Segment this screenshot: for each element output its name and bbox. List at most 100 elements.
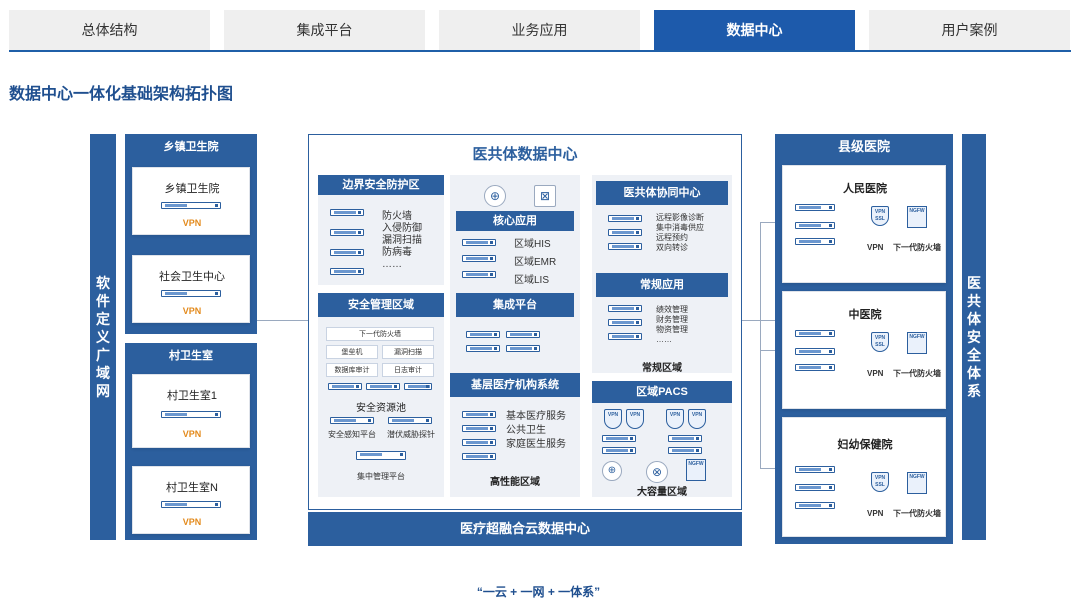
server-icon (795, 238, 835, 245)
high-perf-label: 高性能区域 (490, 477, 540, 488)
connector-line (742, 320, 775, 321)
server-icon (795, 502, 835, 509)
vpn-label: VPN (182, 218, 202, 228)
switch-icon: ⊗ (646, 461, 668, 483)
bastion-box: 堡垒机 (326, 345, 378, 359)
server-icon (462, 271, 496, 278)
regular-apps-title: 常规应用 (596, 273, 728, 297)
boundary-item: 漏洞扫描 (382, 235, 422, 246)
core-app-item: 区域EMR (514, 257, 557, 268)
server-icon (608, 229, 642, 236)
server-icon (356, 451, 406, 460)
data-center-panel: 医共体数据中心 边界安全防护区 防火墙 入侵防御 漏洞扫描 防病毒 …… 安全管… (308, 134, 742, 510)
server-icon (161, 202, 221, 209)
server-icon (466, 345, 500, 352)
connector-line (760, 350, 775, 351)
switch-icon: ⊠ (534, 185, 556, 207)
regular-item: …… (656, 335, 672, 344)
core-app-item: 区域LIS (514, 275, 550, 286)
tab-integration-platform[interactable]: 集成平台 (224, 10, 425, 50)
integration-title: 集成平台 (456, 293, 574, 317)
vpn-label: VPN (867, 243, 884, 252)
connector-line (257, 320, 308, 321)
vpn-shield-icon: VPN SSL (871, 472, 889, 492)
server-icon (462, 411, 496, 418)
vpn-shield-icon: VPN SSL (871, 206, 889, 226)
more-dots: ⋮ (188, 450, 198, 461)
sdwan-label: 软件定义广域网 (96, 275, 110, 399)
high-perf-zone: ⊕ ⊠ 核心应用 区域HIS 区域EMR 区域LIS 集成平台 基层医疗机构系统… (450, 175, 580, 497)
vpn-label: VPN (182, 306, 202, 316)
ngfw-label: 下一代防火墙 (893, 243, 941, 252)
core-apps-title: 核心应用 (456, 211, 574, 231)
hospital-card: 人民医院 VPN SSL NGFW VPN 下一代防火墙 (782, 165, 946, 283)
ngfw-icon: NGFW (907, 332, 927, 354)
db-audit-box: 数据库审计 (326, 363, 378, 377)
collab-item: 远程影像诊断 (656, 213, 704, 222)
server-icon (330, 268, 364, 275)
server-icon (608, 215, 642, 222)
server-icon (462, 239, 496, 246)
router-icon: ⊕ (602, 461, 622, 481)
county-panel: 县级医院 人民医院 VPN SSL NGFW VPN 下一代防火墙 中医院 VP… (775, 134, 953, 544)
village-card-2: 村卫生室N VPN (132, 466, 250, 534)
shield-icon: VPN (688, 409, 706, 429)
boundary-item: 入侵防御 (382, 223, 422, 234)
regular-item: 物资管理 (656, 325, 688, 334)
township-panel: 乡镇卫生院 乡镇卫生院 VPN ⋮ 社会卫生中心 VPN (125, 134, 257, 334)
county-title: 县级医院 (776, 135, 952, 159)
regular-item: 绩效管理 (656, 305, 688, 314)
server-icon (462, 255, 496, 262)
server-icon (366, 383, 400, 390)
capacity-zone: 区域PACS VPN VPN VPN VPN ⊕ ⊗ NGFW 大容量区域 (592, 381, 732, 498)
tab-data-center[interactable]: 数据中心 (654, 10, 855, 50)
security-system-bar: 医共体安全体系 (962, 134, 986, 540)
data-center-title: 医共体数据中心 (472, 146, 578, 163)
server-icon (330, 249, 364, 256)
security-system-label: 医共体安全体系 (967, 275, 981, 399)
server-icon (795, 330, 835, 337)
security-title: 安全管理区域 (318, 293, 444, 317)
tab-user-cases[interactable]: 用户案例 (869, 10, 1070, 50)
vpn-label: VPN (867, 369, 884, 378)
grassroots-title: 基层医疗机构系统 (450, 373, 580, 397)
server-icon (330, 417, 374, 424)
core-app-item: 区域HIS (514, 239, 551, 250)
vpn-label: VPN (182, 517, 202, 527)
shield-icon: VPN (626, 409, 644, 429)
hospital-name: 中医院 (848, 309, 882, 321)
cloud-datacenter-bar: 医疗超融合云数据中心 (308, 512, 742, 546)
server-icon (602, 435, 636, 442)
collab-item: 远程预约 (656, 233, 688, 242)
hospital-card: 妇幼保健院 VPN SSL NGFW VPN 下一代防火墙 (782, 417, 946, 537)
server-icon (795, 484, 835, 491)
connector-line (760, 222, 761, 468)
perception-label: 安全感知平台 (328, 430, 376, 439)
server-icon (608, 305, 642, 312)
regular-item: 财务管理 (656, 315, 688, 324)
township-card-1-title: 乡镇卫生院 (164, 183, 220, 195)
ngfw-icon: NGFW (907, 206, 927, 228)
server-icon (608, 243, 642, 250)
sdwan-bar: 软件定义广域网 (90, 134, 116, 540)
server-icon (388, 417, 432, 424)
security-pool-label: 安全资源池 (356, 403, 406, 414)
shield-icon: VPN (666, 409, 684, 429)
regular-zone: 医共体协同中心 远程影像诊断 集中消毒供应 远程预约 双向转诊 常规应用 绩效管… (592, 175, 732, 374)
tab-overall-structure[interactable]: 总体结构 (9, 10, 210, 50)
server-icon (506, 331, 540, 338)
tab-business-apps[interactable]: 业务应用 (439, 10, 640, 50)
shield-icon: VPN (604, 409, 622, 429)
boundary-zone: 边界安全防护区 防火墙 入侵防御 漏洞扫描 防病毒 …… (318, 175, 444, 285)
collab-item: 集中消毒供应 (656, 223, 704, 232)
server-icon (161, 290, 221, 297)
hospital-name: 人民医院 (843, 183, 887, 195)
grassroots-item: 家庭医生服务 (506, 439, 566, 450)
vpn-label: VPN (867, 509, 884, 518)
township-title: 乡镇卫生院 (126, 135, 256, 159)
server-icon (795, 222, 835, 229)
boundary-item: …… (382, 259, 402, 270)
server-icon (466, 331, 500, 338)
boundary-title: 边界安全防护区 (318, 175, 444, 195)
collab-title: 医共体协同中心 (596, 181, 728, 205)
